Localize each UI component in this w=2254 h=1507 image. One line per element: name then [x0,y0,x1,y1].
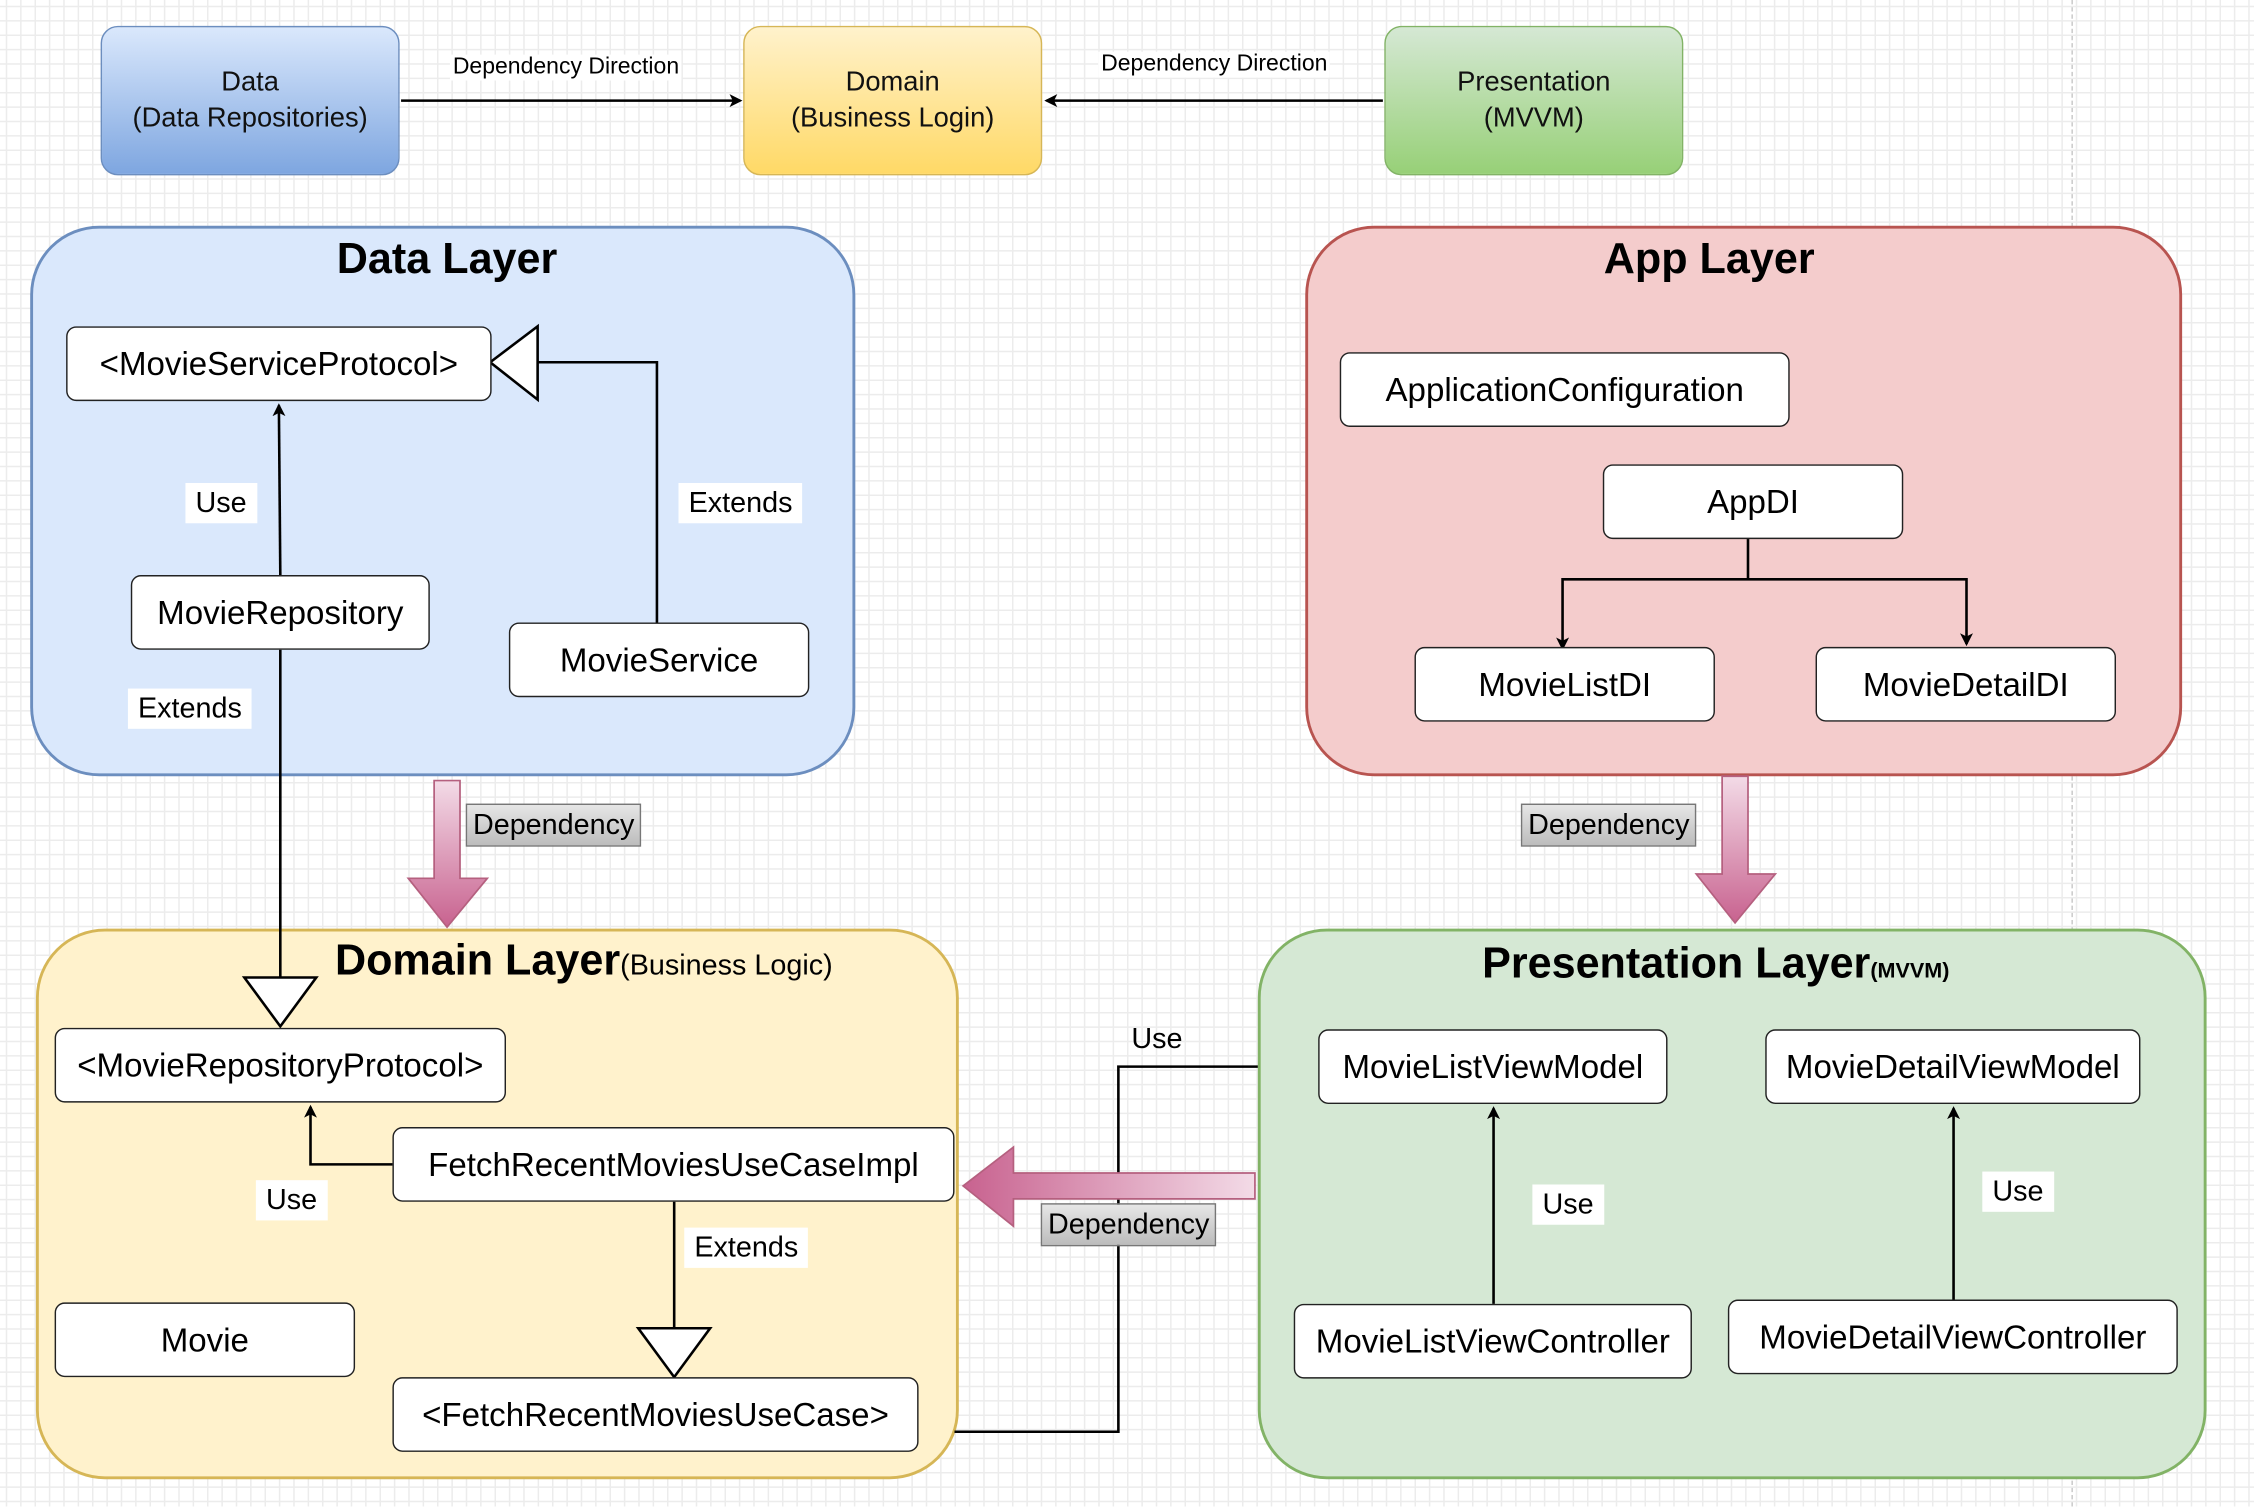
movie-repository-protocol-label: <MovieRepositoryProtocol> [77,1045,484,1084]
legend-domain-text: Domain (Business Login) [790,67,995,134]
presentation-layer-title-suffix: (MVVM) [1870,958,1950,984]
movie-repository-label: MovieRepository [157,592,404,631]
application-configuration-node[interactable]: ApplicationConfiguration [1339,352,1790,427]
domain-extends-label: Extends [684,1227,809,1268]
dependency-arrow-data-to-domain [406,779,490,929]
data-extends-repository-label: Extends [127,688,252,729]
movie-service-protocol-label: <MovieServiceProtocol> [99,344,459,382]
movie-repository-node[interactable]: MovieRepository [130,575,430,650]
movie-detail-view-model-node[interactable]: MovieDetailViewModel [1765,1029,2141,1104]
presentation-layer-title-text: Presentation Layer [1482,940,1871,988]
dependency-app-to-presentation-label: Dependency [1520,803,1697,847]
movie-detail-view-controller-label: MovieDetailViewController [1759,1317,2147,1355]
data-extends-service-label: Extends [678,483,803,524]
movie-detail-view-model-label: MovieDetailViewModel [1785,1047,2120,1085]
legend-data-text: Data (Data Repositories) [132,67,368,134]
movie-list-view-controller-label: MovieListViewController [1315,1321,1670,1360]
domain-layer-title: Domain Layer(Business Logic) [335,937,833,986]
movie-list-view-controller-node[interactable]: MovieListViewController [1293,1303,1692,1379]
legend-data-box[interactable]: Data (Data Repositories) [100,25,400,176]
movie-node[interactable]: Movie [54,1302,356,1378]
app-di-node[interactable]: AppDI [1602,464,1904,540]
presentation-detail-use-label: Use [1982,1171,2054,1212]
data-layer-title: Data Layer [30,236,864,285]
legend-arrow-label-right: Dependency Direction [1098,51,1331,78]
fetch-use-case-label: <FetchRecentMoviesUseCase> [422,1395,889,1433]
data-layer-title-text: Data Layer [336,235,558,284]
domain-layer-title-suffix: (Business Logic) [620,950,833,982]
application-configuration-label: ApplicationConfiguration [1385,370,1744,408]
legend-presentation-text: Presentation (MVVM) [1457,67,1611,134]
movie-detail-di-node[interactable]: MovieDetailDI [1815,646,2116,722]
app-layer-title-text: App Layer [1603,235,1815,284]
movie-repository-protocol-node[interactable]: <MovieRepositoryProtocol> [54,1027,506,1103]
presentation-to-domain-use-label: Use [1131,1023,1183,1056]
movie-service-protocol-node[interactable]: <MovieServiceProtocol> [66,326,492,402]
dependency-presentation-to-domain-label: Dependency [1040,1203,1217,1247]
movie-detail-view-controller-node[interactable]: MovieDetailViewController [1727,1299,2178,1375]
movie-list-view-model-label: MovieListViewModel [1342,1047,1644,1085]
presentation-use-connector [954,1065,1258,1434]
data-use-label: Use [185,483,257,524]
domain-use-label: Use [255,1180,328,1221]
fetch-use-case-node[interactable]: <FetchRecentMoviesUseCase> [392,1377,919,1452]
movie-service-label: MovieService [559,640,759,678]
dependency-data-to-domain-label: Dependency [465,803,642,847]
movie-label: Movie [160,1320,249,1358]
movie-service-node[interactable]: MovieService [508,622,810,698]
movie-list-di-node[interactable]: MovieListDI [1414,646,1715,722]
app-layer-title: App Layer [1305,236,2113,285]
presentation-layer-title: Presentation Layer(MVVM) [1482,940,1949,989]
movie-list-view-model-node[interactable]: MovieListViewModel [1318,1029,1668,1104]
fetch-use-case-impl-label: FetchRecentMoviesUseCaseImpl [428,1144,919,1183]
domain-layer-title-text: Domain Layer [334,937,621,985]
legend-arrow-label-left: Dependency Direction [449,54,682,81]
fetch-use-case-impl-node[interactable]: FetchRecentMoviesUseCaseImpl [392,1127,955,1202]
presentation-layer-container[interactable] [1257,928,2207,1480]
movie-list-di-label: MovieListDI [1478,664,1652,703]
presentation-list-use-label: Use [1532,1184,1604,1225]
legend-presentation-box[interactable]: Presentation (MVVM) [1384,25,1684,176]
dependency-arrow-app-to-presentation [1694,775,1778,925]
legend-domain-box[interactable]: Domain (Business Login) [743,25,1043,176]
app-di-label: AppDI [1707,482,1799,520]
movie-detail-di-label: MovieDetailDI [1862,664,2069,703]
